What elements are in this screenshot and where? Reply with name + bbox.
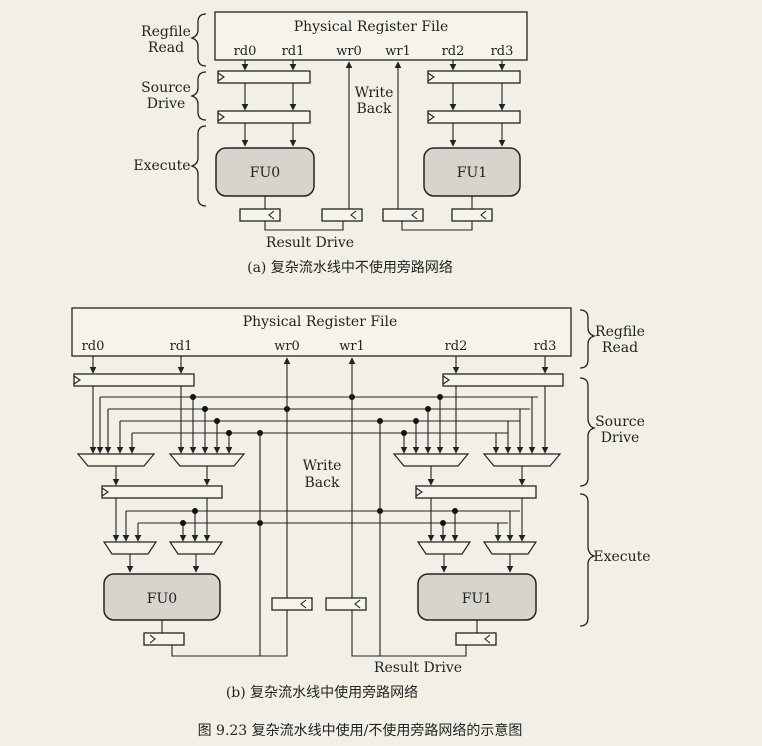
execute-stage-brace xyxy=(189,125,207,207)
mux-right-a xyxy=(392,453,470,467)
port-rd1: rd1 xyxy=(282,44,305,59)
latch-left-1 xyxy=(217,70,311,84)
writeback-latch-wr1 xyxy=(325,597,367,611)
regfile-stage-brace xyxy=(189,13,207,67)
source-stage-brace xyxy=(189,71,207,121)
latch-right-2 xyxy=(415,485,537,499)
latch-right-1 xyxy=(442,373,564,387)
mux-right-b xyxy=(482,453,562,467)
port-wr1: wr1 xyxy=(385,44,411,59)
fu1-label: FU1 xyxy=(462,591,492,607)
fu1-label: FU1 xyxy=(457,165,487,181)
result-latch-fu1 xyxy=(455,632,497,646)
register-file-box xyxy=(71,307,572,357)
write-back-label-line1: Write xyxy=(355,85,394,101)
execute-stage-label: Execute xyxy=(133,158,190,174)
write-back-label-line2: Back xyxy=(357,101,392,117)
regfile-stage-label-line1: Regfile xyxy=(141,24,191,40)
execute-stage-label: Execute xyxy=(593,549,650,565)
port-rd3: rd3 xyxy=(534,339,557,354)
latch-right-2 xyxy=(427,110,521,124)
result-drive-label: Result Drive xyxy=(266,235,354,251)
result-latch-fu1 xyxy=(451,208,493,222)
port-rd2: rd2 xyxy=(445,339,468,354)
latch-right-1 xyxy=(427,70,521,84)
regfile-stage-label-line2: Read xyxy=(148,40,184,56)
latch-left-1 xyxy=(73,373,195,387)
fu0-label: FU0 xyxy=(147,591,177,607)
result-drive-label: Result Drive xyxy=(374,660,462,676)
port-rd0: rd0 xyxy=(82,339,105,354)
result-latch-fu0 xyxy=(239,208,281,222)
port-rd1: rd1 xyxy=(170,339,193,354)
port-rd3: rd3 xyxy=(491,44,514,59)
fu0-label: FU0 xyxy=(250,165,280,181)
latch-left-2 xyxy=(101,485,223,499)
execute-stage-brace xyxy=(579,493,597,627)
bypass-junctions xyxy=(190,394,443,436)
mux-exec-right-b xyxy=(482,541,538,555)
register-file-label: Physical Register File xyxy=(294,19,449,35)
latch-left-2 xyxy=(217,110,311,124)
source-stage-label-line2: Drive xyxy=(147,96,186,112)
register-file-box xyxy=(214,11,528,61)
port-wr0: wr0 xyxy=(274,339,300,354)
writeback-latch-wr0 xyxy=(271,597,313,611)
caption-b: (b) 复杂流水线中使用旁路网络 xyxy=(226,684,418,701)
figure-caption: 图 9.23 复杂流水线中使用/不使用旁路网络的示意图 xyxy=(198,722,523,739)
diagram-a: Regfile Read Source Drive Execute Physic… xyxy=(133,11,528,276)
regfile-stage-brace xyxy=(579,309,597,369)
mux-exec-left-b xyxy=(168,541,224,555)
mux-exec-right-a xyxy=(416,541,472,555)
port-rd0: rd0 xyxy=(234,44,257,59)
source-stage-brace xyxy=(579,377,597,487)
writeback-latch-wr0 xyxy=(321,208,363,222)
regfile-stage-label-line2: Read xyxy=(602,340,638,356)
writeback-latch-wr1 xyxy=(382,208,424,222)
source-stage-label-line1: Source xyxy=(595,414,645,430)
source-stage-label-line2: Drive xyxy=(601,430,640,446)
regfile-stage-label-line1: Regfile xyxy=(595,324,645,340)
write-back-label-line1: Write xyxy=(303,458,342,474)
caption-a: (a) 复杂流水线中不使用旁路网络 xyxy=(247,259,453,276)
result-latch-fu0 xyxy=(143,632,185,646)
port-wr1: wr1 xyxy=(339,339,365,354)
mux-left-a xyxy=(76,453,156,467)
mux-left-b xyxy=(168,453,246,467)
port-rd2: rd2 xyxy=(442,44,465,59)
mux-exec-left-a xyxy=(102,541,158,555)
port-wr0: wr0 xyxy=(336,44,362,59)
source-stage-label-line1: Source xyxy=(141,80,191,96)
register-file-label: Physical Register File xyxy=(243,314,398,330)
diagram-b: Physical Register File rd0 rd1 wr0 wr1 r… xyxy=(71,307,651,701)
write-back-label-line2: Back xyxy=(305,475,340,491)
